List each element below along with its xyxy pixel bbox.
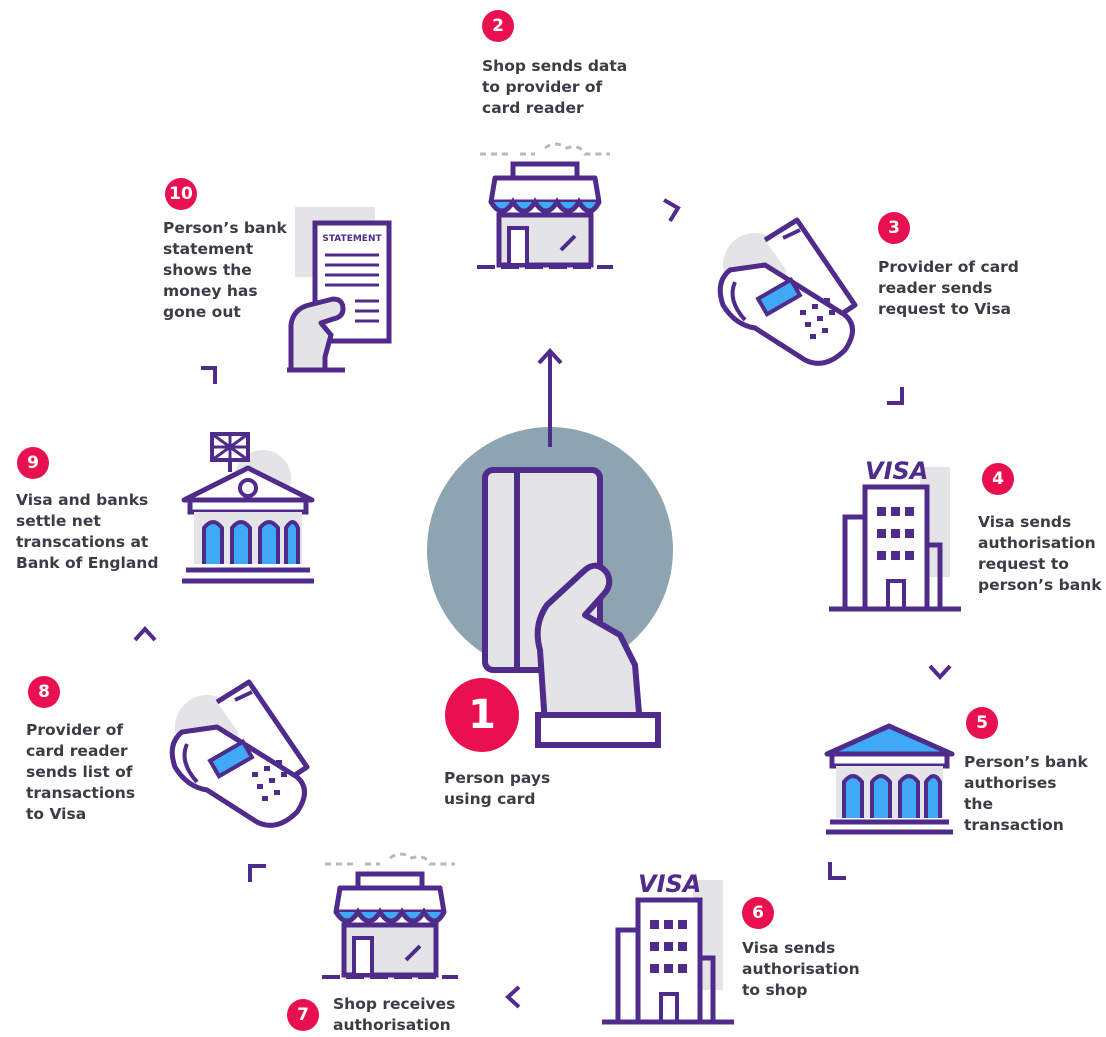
step-7-label: Shop receives authorisation [333, 995, 456, 1034]
arrow-4-5-icon [928, 664, 952, 680]
visa-logo-text: VISA [865, 457, 928, 485]
step-4-badge: 4 [982, 463, 1014, 495]
step-6-badge: 6 [742, 897, 774, 929]
arrow-7-8-icon [248, 864, 266, 882]
step-2-badge: 2 [482, 10, 514, 42]
statement-heading-text: STATEMENT [322, 234, 382, 244]
step-10-badge: 10 [165, 178, 197, 210]
arrow-8-9-icon [133, 626, 157, 642]
visa-building-icon: VISA [602, 870, 734, 1025]
card-reader-icon [717, 217, 858, 366]
step-8-badge: 8 [28, 676, 60, 708]
hand-card-icon [427, 427, 673, 748]
step-6-label: Visa sends authorisation to shop [742, 939, 860, 999]
arrow-2-3-icon [663, 198, 681, 223]
bank-of-england-icon [181, 432, 315, 584]
arrow-up-icon [537, 348, 563, 447]
arrow-6-7-icon [505, 985, 521, 1009]
step-9-label: Visa and banks settle net transcations a… [16, 491, 159, 572]
shop-icon [477, 142, 613, 269]
step-7-badge: 7 [287, 999, 319, 1031]
step-4-label: Visa sends authorisation request to pers… [978, 513, 1102, 594]
step-9-badge: 9 [17, 447, 49, 479]
visa-logo-text: VISA [638, 870, 701, 898]
step-3-badge: 3 [878, 212, 910, 244]
arrow-5-6-icon [828, 862, 846, 880]
card-reader-icon [169, 679, 310, 828]
step-1-badge: 1 [445, 678, 519, 752]
step-3-label: Provider of card reader sends request to… [878, 258, 1019, 318]
step-8-label: Provider of card reader sends list of tr… [26, 721, 136, 823]
step-5-badge: 5 [966, 707, 998, 739]
bank-icon [824, 723, 955, 835]
statement-icon: STATEMENT [287, 207, 392, 373]
step-1-label: Person pays using card [444, 769, 551, 808]
arrow-3-4-icon [887, 387, 904, 405]
shop-icon [322, 852, 458, 979]
arrow-9-10-icon [201, 366, 217, 384]
step-10-label: Person’s bank statement shows the money … [163, 219, 287, 321]
visa-building-icon: VISA [829, 457, 961, 612]
step-2-label: Shop sends data to provider of card read… [482, 57, 628, 117]
step-5-label: Person’s bank authorises the transaction [964, 753, 1088, 834]
